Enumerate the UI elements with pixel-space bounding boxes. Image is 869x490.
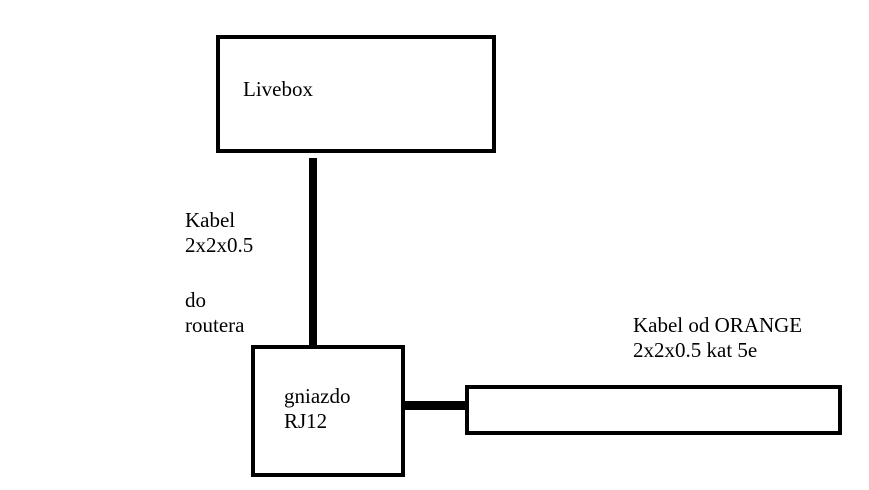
orange-cable-label-line1: Kabel od ORANGE [633,313,803,337]
router-cable-label-line1: Kabel [185,208,236,232]
router-cable-line [309,158,317,346]
livebox-label: Livebox [243,77,313,101]
router-cable-label-line4: routera [185,313,245,337]
orange-cable-label: Kabel od ORANGE 2x2x0.5 kat 5e [633,313,802,363]
router-cable-label-line3: do [185,288,206,312]
router-cable-label: Kabel 2x2x0.5 do routera [185,208,253,338]
router-cable-label-line2: 2x2x0.5 [185,233,254,257]
socket-label-line2: RJ12 [284,409,328,433]
socket-label: gniazdo RJ12 [284,384,350,434]
orange-cable-box [465,385,842,435]
socket-label-line1: gniazdo [284,384,351,408]
router-cable-label-gap [185,258,253,288]
livebox-box [216,35,496,153]
socket-box [251,345,405,477]
orange-cable-label-line2: 2x2x0.5 kat 5e [633,338,758,362]
socket-to-cable-line [405,401,471,410]
